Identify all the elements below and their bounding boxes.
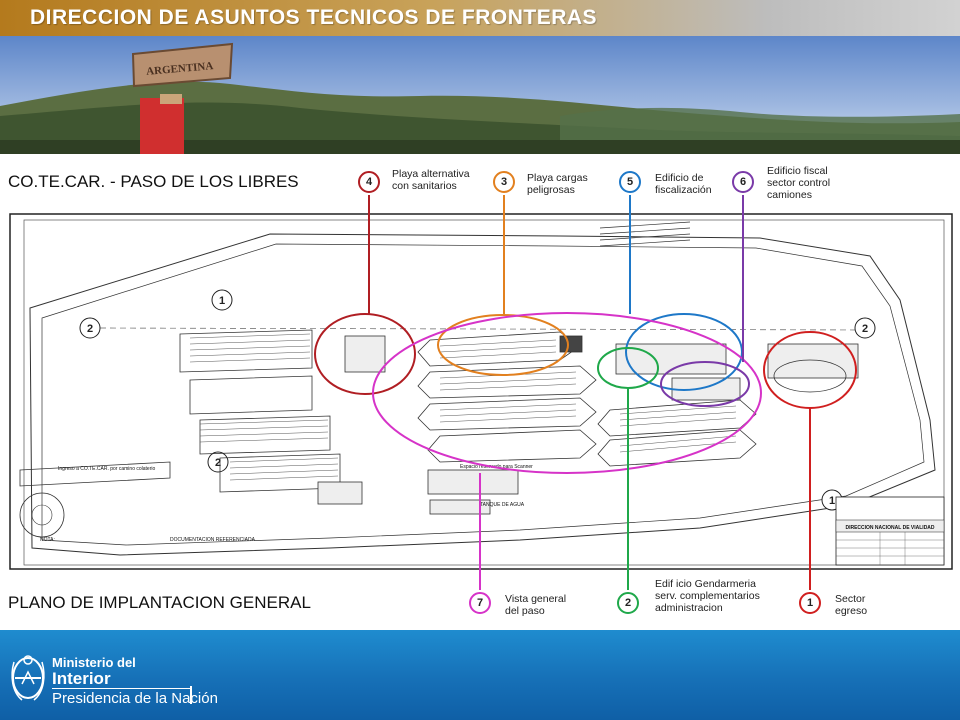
legend-marker-7: 7 xyxy=(469,592,491,614)
footer-divider xyxy=(52,688,190,689)
highlight-1 xyxy=(763,331,857,409)
ministry-label: Ministerio del xyxy=(52,655,136,670)
header-title: DIRECCION DE ASUNTOS TECNICOS DE FRONTER… xyxy=(30,6,598,29)
highlight-4 xyxy=(314,313,416,395)
legend-marker-4: 4 xyxy=(358,171,380,193)
ingress-label: Ingreso a CO.TE.CAR. por camino colateri… xyxy=(58,466,155,472)
footer-vertical-divider xyxy=(190,686,192,704)
presidency-label: Presidencia de la Nación xyxy=(52,690,218,707)
documentation-label: DOCUMENTACION REFERENCIADA xyxy=(170,537,256,543)
highlight-2 xyxy=(597,347,659,389)
page-title: CO.TE.CAR. - PASO DE LOS LIBRES xyxy=(8,172,299,191)
highlight-6 xyxy=(660,361,750,407)
scanner-label: Espacio reservado para Scanner xyxy=(460,464,533,470)
legend-text-5: Edificio de fiscalización xyxy=(655,172,712,196)
legend-text-3: Playa cargas peligrosas xyxy=(527,172,588,196)
legend-text-2: Edif icio Gendarmeria serv. complementar… xyxy=(655,578,760,614)
legend-text-1: Sector egreso xyxy=(835,593,868,617)
legend-text-6: Edificio fiscal sector control camiones xyxy=(767,165,831,201)
banner-photo: ARGENTINA xyxy=(0,36,960,154)
footer-bar: Ministerio del Interior Presidencia de l… xyxy=(0,630,960,720)
axis-marker-2a: 2 xyxy=(87,323,93,335)
legend-marker-2: 2 xyxy=(617,592,639,614)
sign-text: ARGENTINA xyxy=(146,60,214,78)
sign-board xyxy=(131,42,234,88)
legend-marker-6: 6 xyxy=(732,171,754,193)
plan-title: PLANO DE IMPLANTACION GENERAL xyxy=(8,593,311,612)
legend-marker-5: 5 xyxy=(619,171,641,193)
axis-marker-2c: 2 xyxy=(215,457,221,469)
title-block-label: DIRECCION NACIONAL DE VIALIDAD xyxy=(845,525,934,531)
header-bar: DIRECCION DE ASUNTOS TECNICOS DE FRONTER… xyxy=(0,0,960,36)
note-label: NOTA: xyxy=(40,537,55,543)
coat-of-arms-icon xyxy=(11,655,45,701)
axis-marker-1b: 1 xyxy=(829,495,835,507)
legend-text-4: Playa alternativa con sanitarios xyxy=(392,168,470,192)
legend-marker-1: 1 xyxy=(799,592,821,614)
axis-marker-1a: 1 xyxy=(219,295,225,307)
highlight-3 xyxy=(437,314,569,376)
tank-label: TANQUE DE AGUA xyxy=(480,502,525,508)
legend-text-7: Vista general del paso xyxy=(505,593,567,617)
highlight-5 xyxy=(625,313,743,391)
sign-post xyxy=(140,98,184,154)
axis-marker-2b: 2 xyxy=(862,323,868,335)
legend-marker-3: 3 xyxy=(493,171,515,193)
highlight-7 xyxy=(372,312,762,474)
ministry-name: Interior xyxy=(52,669,111,688)
